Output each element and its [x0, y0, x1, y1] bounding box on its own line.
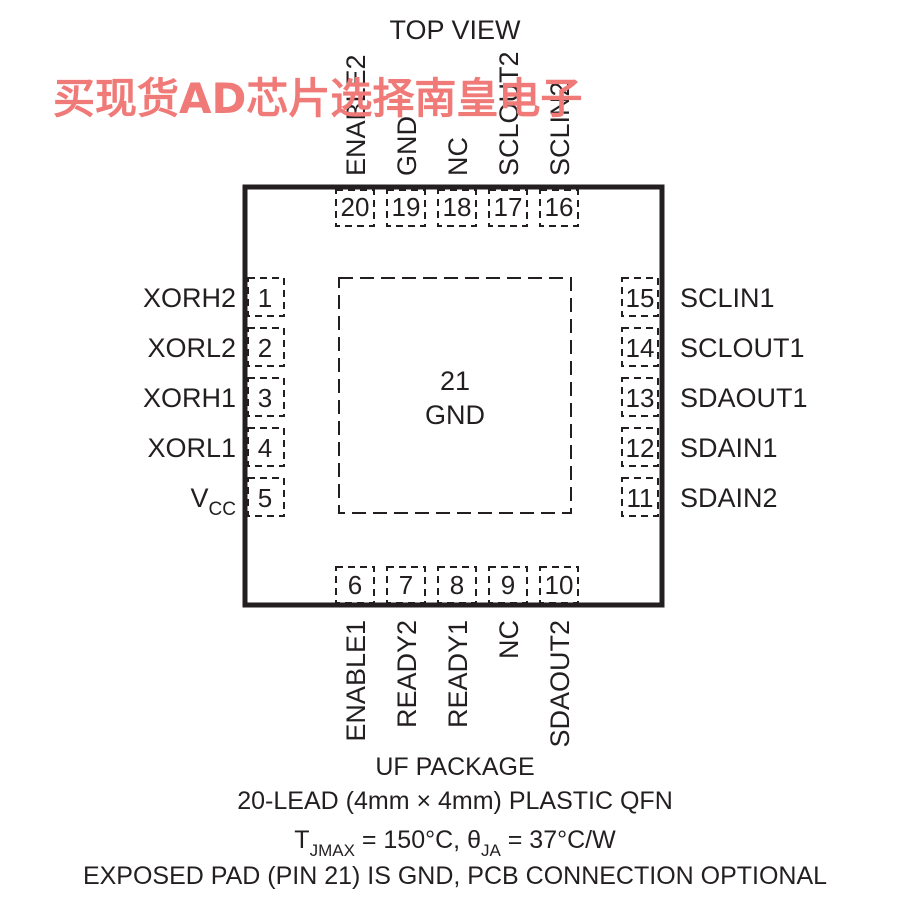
pin-6-number: 6: [348, 570, 362, 600]
pin-1-name: XORH2: [143, 283, 236, 313]
pin-17-name: SCLOUT2: [494, 51, 524, 176]
pin-14-name: SCLOUT1: [680, 333, 805, 363]
pin-15-name: SCLIN1: [680, 283, 775, 313]
pin-3-pad: [247, 377, 285, 417]
pin-12-number: 12: [626, 433, 655, 463]
pin-7-pad: [386, 566, 426, 604]
pin-18-name: NC: [443, 137, 473, 176]
pin-2-name: XORL2: [147, 333, 236, 363]
pin-10-name: SDAOUT2: [545, 620, 575, 748]
pin-13-pad: [621, 377, 659, 417]
pin-19-name: GND: [392, 116, 422, 176]
pin-17-pad: [488, 189, 528, 227]
pin-4-number: 4: [258, 433, 272, 463]
pin-1-pad: [247, 277, 285, 317]
pin-18-number: 18: [443, 192, 472, 222]
pin-3-name: XORH1: [143, 383, 236, 413]
pin-7-number: 7: [399, 570, 413, 600]
pin-20-name: ENABLE2: [341, 54, 371, 176]
pin-12-name: SDAIN1: [680, 433, 778, 463]
pin-20-pad: [335, 189, 375, 227]
pin-4-pad: [247, 427, 285, 467]
theta-subscript: JA: [481, 841, 502, 860]
pin-10-number: 10: [545, 570, 574, 600]
pin-3-number: 3: [258, 383, 272, 413]
pin-2-number: 2: [258, 333, 272, 363]
pin-18-pad: [437, 189, 477, 227]
package-body: [242, 184, 665, 608]
pin-10-pad: [539, 566, 579, 604]
pin-5-number: 5: [258, 483, 272, 513]
pin-11-number: 11: [627, 483, 654, 513]
pin-5-name-sub: CC: [209, 499, 236, 520]
pin-5-pad: [247, 477, 285, 517]
exposed-pad-name: GND: [425, 400, 485, 430]
pin-1-number: 1: [258, 283, 272, 313]
pin-5-name: VCC: [191, 483, 236, 520]
pin-16-name: SCLIN2: [545, 81, 575, 176]
pin-13-name: SDAOUT1: [680, 383, 808, 413]
caption-lead: 20-LEAD (4mm × 4mm) PLASTIC QFN: [237, 787, 673, 815]
pin-15-pad: [621, 277, 659, 317]
pin-8-number: 8: [450, 570, 464, 600]
pin-9-name: NC: [494, 620, 524, 659]
pin-9-number: 9: [501, 570, 515, 600]
pin-12-pad: [621, 427, 659, 467]
watermark: 买现货AD芯片选择南皇电子: [53, 74, 582, 123]
pin-9-pad: [488, 566, 528, 604]
tj-symbol: T: [294, 826, 309, 854]
pin-8-pad: [437, 566, 477, 604]
pin-6-name: ENABLE1: [341, 620, 371, 742]
theta-value: = 37°C/W: [501, 826, 616, 854]
exposed-pad: [338, 277, 572, 514]
caption-thermal: TJMAX = 150°C, θJA = 37°C/W: [294, 826, 616, 860]
pin-5-name-main: V: [191, 483, 209, 513]
view-title: TOP VIEW: [389, 15, 521, 45]
pin-2-pad: [247, 327, 285, 367]
pin-17-number: 17: [494, 192, 523, 222]
pin-7-name: READY2: [392, 620, 422, 728]
pin-6-pad: [335, 566, 375, 604]
pin-13-number: 13: [626, 383, 655, 413]
pins: 1 XORH2 2 XORL2 3 XORH1 4 XORL1 5 VCC 15 SCLIN1 14 SC…: [143, 51, 808, 747]
pin-4-name: XORL1: [147, 433, 236, 463]
pin-11-pad: [621, 477, 659, 517]
pin-14-number: 14: [626, 333, 655, 363]
tj-value: = 150°C,: [355, 826, 467, 854]
pin-8-name: READY1: [443, 620, 473, 728]
caption-package: UF PACKAGE: [375, 753, 534, 781]
pin-20-number: 20: [341, 192, 370, 222]
pin-19-number: 19: [392, 192, 421, 222]
pin-16-pad: [539, 189, 579, 227]
pin-15-number: 15: [626, 283, 655, 313]
pin-19-pad: [386, 189, 426, 227]
pin-16-number: 16: [545, 192, 574, 222]
tj-subscript: JMAX: [310, 841, 355, 860]
pin-14-pad: [621, 327, 659, 367]
exposed-pad-number: 21: [440, 366, 470, 396]
pin-11-name: SDAIN2: [680, 483, 778, 513]
theta-symbol: θ: [467, 826, 481, 854]
caption-exposed-pad-note: EXPOSED PAD (PIN 21) IS GND, PCB CONNECT…: [83, 862, 827, 890]
